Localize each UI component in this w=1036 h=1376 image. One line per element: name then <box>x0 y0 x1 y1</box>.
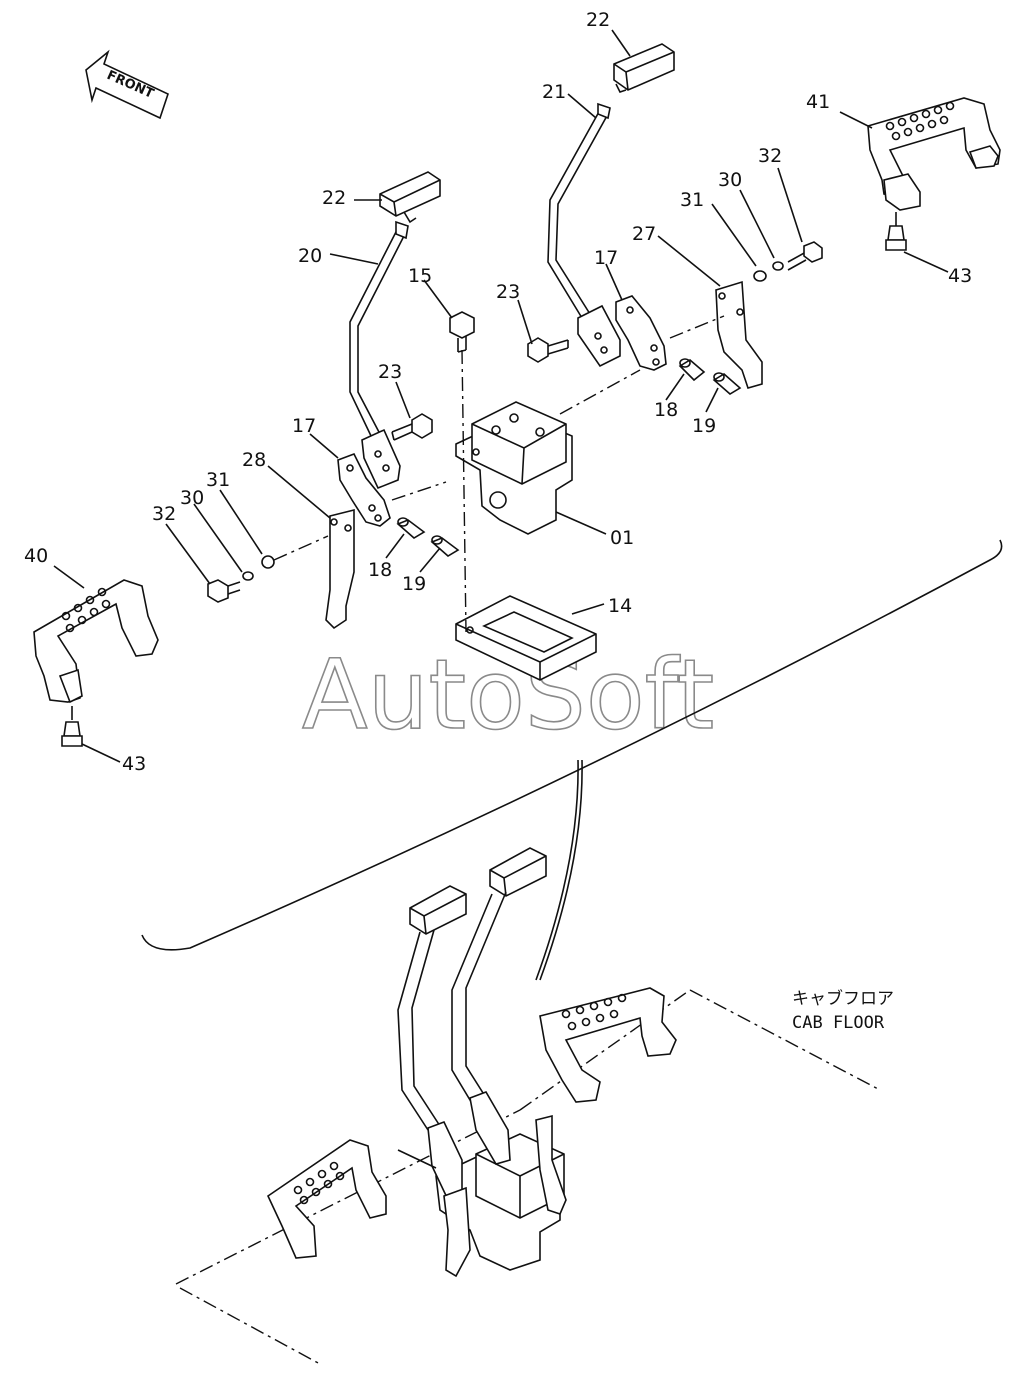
assembly-axis-left <box>273 481 447 561</box>
spring-washer-30-right <box>772 261 784 271</box>
footrest-41 <box>867 97 1001 211</box>
arm-17-right <box>615 295 667 371</box>
washer-31-left <box>261 555 275 569</box>
callout-19-left: 19 <box>402 573 426 595</box>
assembly-axis-right <box>559 315 725 415</box>
callout-41: 41 <box>806 91 830 113</box>
callout-43-left: 43 <box>122 753 146 775</box>
callout-20: 20 <box>298 245 322 267</box>
callout-23-right: 23 <box>496 281 520 303</box>
pin-18-right <box>678 358 706 382</box>
pilot-valve-01 <box>455 401 573 535</box>
bolt-15 <box>449 311 475 353</box>
callout-14: 14 <box>608 595 632 617</box>
callout-31-left: 31 <box>206 469 230 491</box>
footrest-40-holes <box>61 587 111 633</box>
callout-01: 01 <box>610 527 634 549</box>
assembly-axis-bolt <box>461 349 467 633</box>
callout-40: 40 <box>24 545 48 567</box>
assembled-view <box>175 759 881 1365</box>
bracket-28 <box>325 508 355 630</box>
bolt-23-left <box>391 413 433 441</box>
bolt-32-left <box>207 579 241 603</box>
bolt-23-right <box>527 337 569 363</box>
callout-15: 15 <box>408 265 432 287</box>
leader-lines <box>53 29 949 763</box>
callout-21: 21 <box>542 81 566 103</box>
knob-22-lower <box>379 171 441 224</box>
callout-22-upper: 22 <box>586 9 610 31</box>
callout-22-lower: 22 <box>322 187 346 209</box>
pin-19-left <box>430 535 460 557</box>
callout-27: 27 <box>632 223 656 245</box>
cab-floor-label-en: CAB FLOOR <box>792 1013 885 1033</box>
callout-18-left: 18 <box>368 559 392 581</box>
footrest-40 <box>33 579 159 704</box>
callout-30-right: 30 <box>718 169 742 191</box>
bolt-32-right <box>787 241 823 271</box>
cab-floor-label-jp: キャブフロア <box>792 988 894 1009</box>
callout-19-right: 19 <box>692 415 716 437</box>
knob-22-upper <box>613 43 675 93</box>
callout-17-right: 17 <box>594 247 618 269</box>
lever-20 <box>349 220 409 490</box>
spring-washer-30-left <box>242 571 254 581</box>
washer-31-right <box>753 270 767 282</box>
separator-curve <box>141 539 1003 951</box>
bolt-43-right <box>885 212 907 251</box>
arm-17-left <box>337 452 391 527</box>
callout-17-left: 17 <box>292 415 316 437</box>
callout-30-left: 30 <box>180 487 204 509</box>
pin-19-right <box>712 372 742 395</box>
callout-18-right: 18 <box>654 399 678 421</box>
lever-21 <box>547 102 621 368</box>
callout-23-left: 23 <box>378 361 402 383</box>
bolt-43-left <box>61 706 83 747</box>
front-arrow-icon: FRONT <box>85 49 169 120</box>
callout-28: 28 <box>242 449 266 471</box>
callout-31-right: 31 <box>680 189 704 211</box>
callout-32-left: 32 <box>152 503 176 525</box>
bracket-27 <box>715 280 763 389</box>
pin-18-left <box>396 517 426 539</box>
plate-14 <box>455 595 597 681</box>
callout-43-right: 43 <box>948 265 972 287</box>
footrest-41-holes <box>885 101 955 141</box>
callout-32-right: 32 <box>758 145 782 167</box>
